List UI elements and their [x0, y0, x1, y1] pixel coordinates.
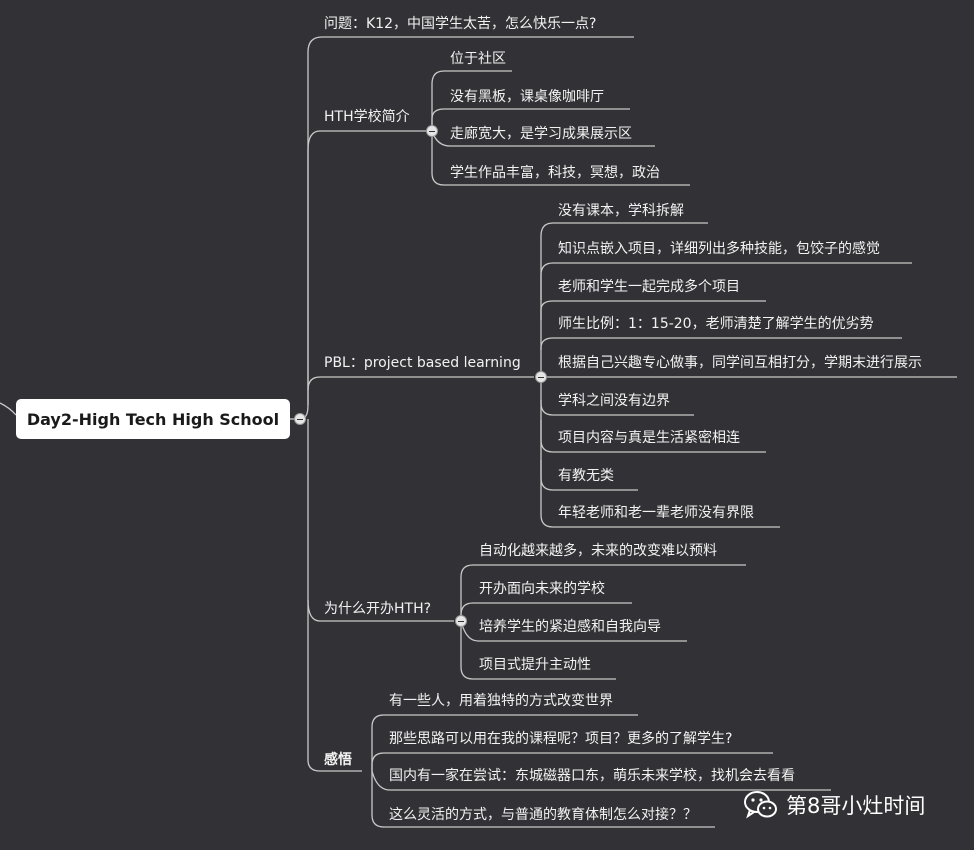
root-node[interactable]: Day2-High Tech High School: [16, 399, 290, 439]
reflection-child-4[interactable]: 这么灵活的方式，与普通的教育体制怎么对接？？: [389, 807, 697, 823]
root-collapse-icon[interactable]: [294, 413, 306, 425]
branch-hth-line: [307, 130, 426, 151]
pbl-collapse-icon[interactable]: [535, 371, 547, 383]
pbl-child-9[interactable]: 年轻老师和老一辈老师没有界限: [558, 505, 754, 521]
reflection-child-1[interactable]: 有一些人，用着独特的方式改变世界: [389, 693, 613, 709]
hth-collapse-icon[interactable]: [426, 125, 438, 137]
pbl-child-5[interactable]: 根据自己兴趣专心做事，同学间互相打分，学期末进行展示: [558, 355, 922, 371]
branch-pbl[interactable]: PBL：project based learning: [324, 355, 521, 371]
why-child-1[interactable]: 自动化越来越多，未来的改变难以预料: [479, 543, 717, 559]
root-title: Day2-High Tech High School: [26, 409, 280, 429]
branch-why-line: [307, 599, 454, 622]
watermark: 第8哥小灶时间: [744, 790, 925, 820]
pbl-child-3[interactable]: 老师和学生一起完成多个项目: [558, 279, 740, 295]
pbl-child-6[interactable]: 学科之间没有边界: [558, 393, 670, 409]
hth-child-1[interactable]: 位于社区: [450, 51, 506, 67]
watermark-text: 第8哥小灶时间: [786, 794, 926, 818]
pbl-child-1[interactable]: 没有课本，学科拆解: [558, 203, 684, 219]
hth-child-3[interactable]: 走廊宽大，是学习成果展示区: [450, 126, 632, 142]
branch-why-hth[interactable]: 为什么开办HTH?: [324, 601, 432, 617]
branch-hth-intro[interactable]: HTH学校简介: [324, 109, 410, 125]
pbl-child-4[interactable]: 师生比例：1：15-20，老师清楚了解学生的优劣势: [558, 316, 874, 332]
branch-reflections[interactable]: 感悟: [324, 752, 352, 768]
reflection-child-2[interactable]: 那些思路可以用在我的课程呢？项目？更多的了解学生?: [389, 731, 733, 747]
pbl-child-2[interactable]: 知识点嵌入项目，详细列出多种技能，包饺子的感觉: [558, 241, 880, 257]
hth-child-2[interactable]: 没有黑板，课桌像咖啡厅: [450, 89, 604, 105]
hth-child-4[interactable]: 学生作品丰富，科技，冥想，政治: [450, 165, 660, 181]
why-child-2[interactable]: 开办面向未来的学校: [479, 581, 605, 597]
wechat-icon: [744, 791, 777, 819]
branch-pbl-line: [307, 376, 534, 391]
why-child-4[interactable]: 项目式提升主动性: [479, 657, 591, 673]
root-incoming-line: [0, 402, 17, 416]
pbl-child-7[interactable]: 项目内容与真是生活紧密相连: [558, 430, 740, 446]
branch-question[interactable]: 问题：K12，中国学生太苦，怎么快乐一点?: [324, 16, 597, 32]
why-child-3[interactable]: 培养学生的紧迫感和自我向导: [479, 619, 661, 635]
why-collapse-icon[interactable]: [455, 615, 467, 627]
reflection-child-3[interactable]: 国内有一家在尝试：东城磁器口东，萌乐未来学校，找机会去看看: [389, 768, 795, 784]
pbl-child-8[interactable]: 有教无类: [558, 468, 614, 484]
